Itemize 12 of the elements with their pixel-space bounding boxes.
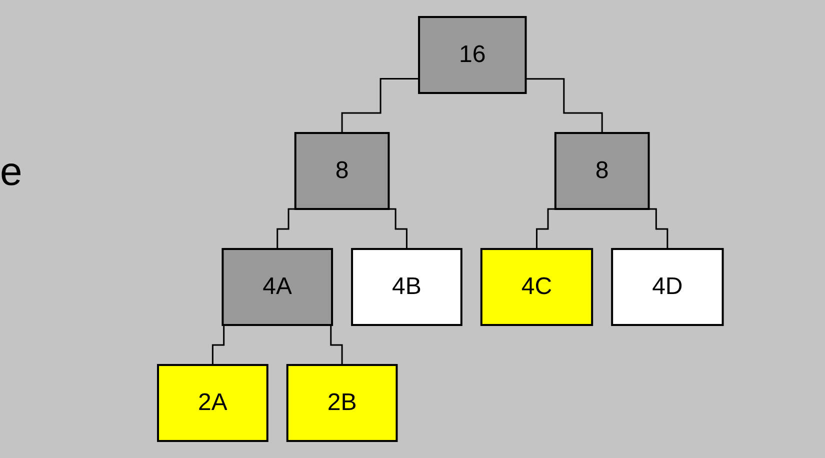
- node-box: 16: [418, 16, 526, 94]
- node-box: 2B: [286, 364, 398, 442]
- node-box: 4B: [350, 248, 462, 326]
- node-box: 4A: [221, 248, 333, 326]
- node-box: 4C: [480, 248, 593, 326]
- node-box: 8: [554, 132, 650, 210]
- text-fragment: e: [0, 150, 22, 195]
- connector: [525, 78, 602, 134]
- node-box: 2A: [156, 364, 268, 442]
- node-box: 4D: [610, 248, 724, 326]
- connector: [340, 78, 419, 134]
- node-box: 8: [294, 132, 390, 210]
